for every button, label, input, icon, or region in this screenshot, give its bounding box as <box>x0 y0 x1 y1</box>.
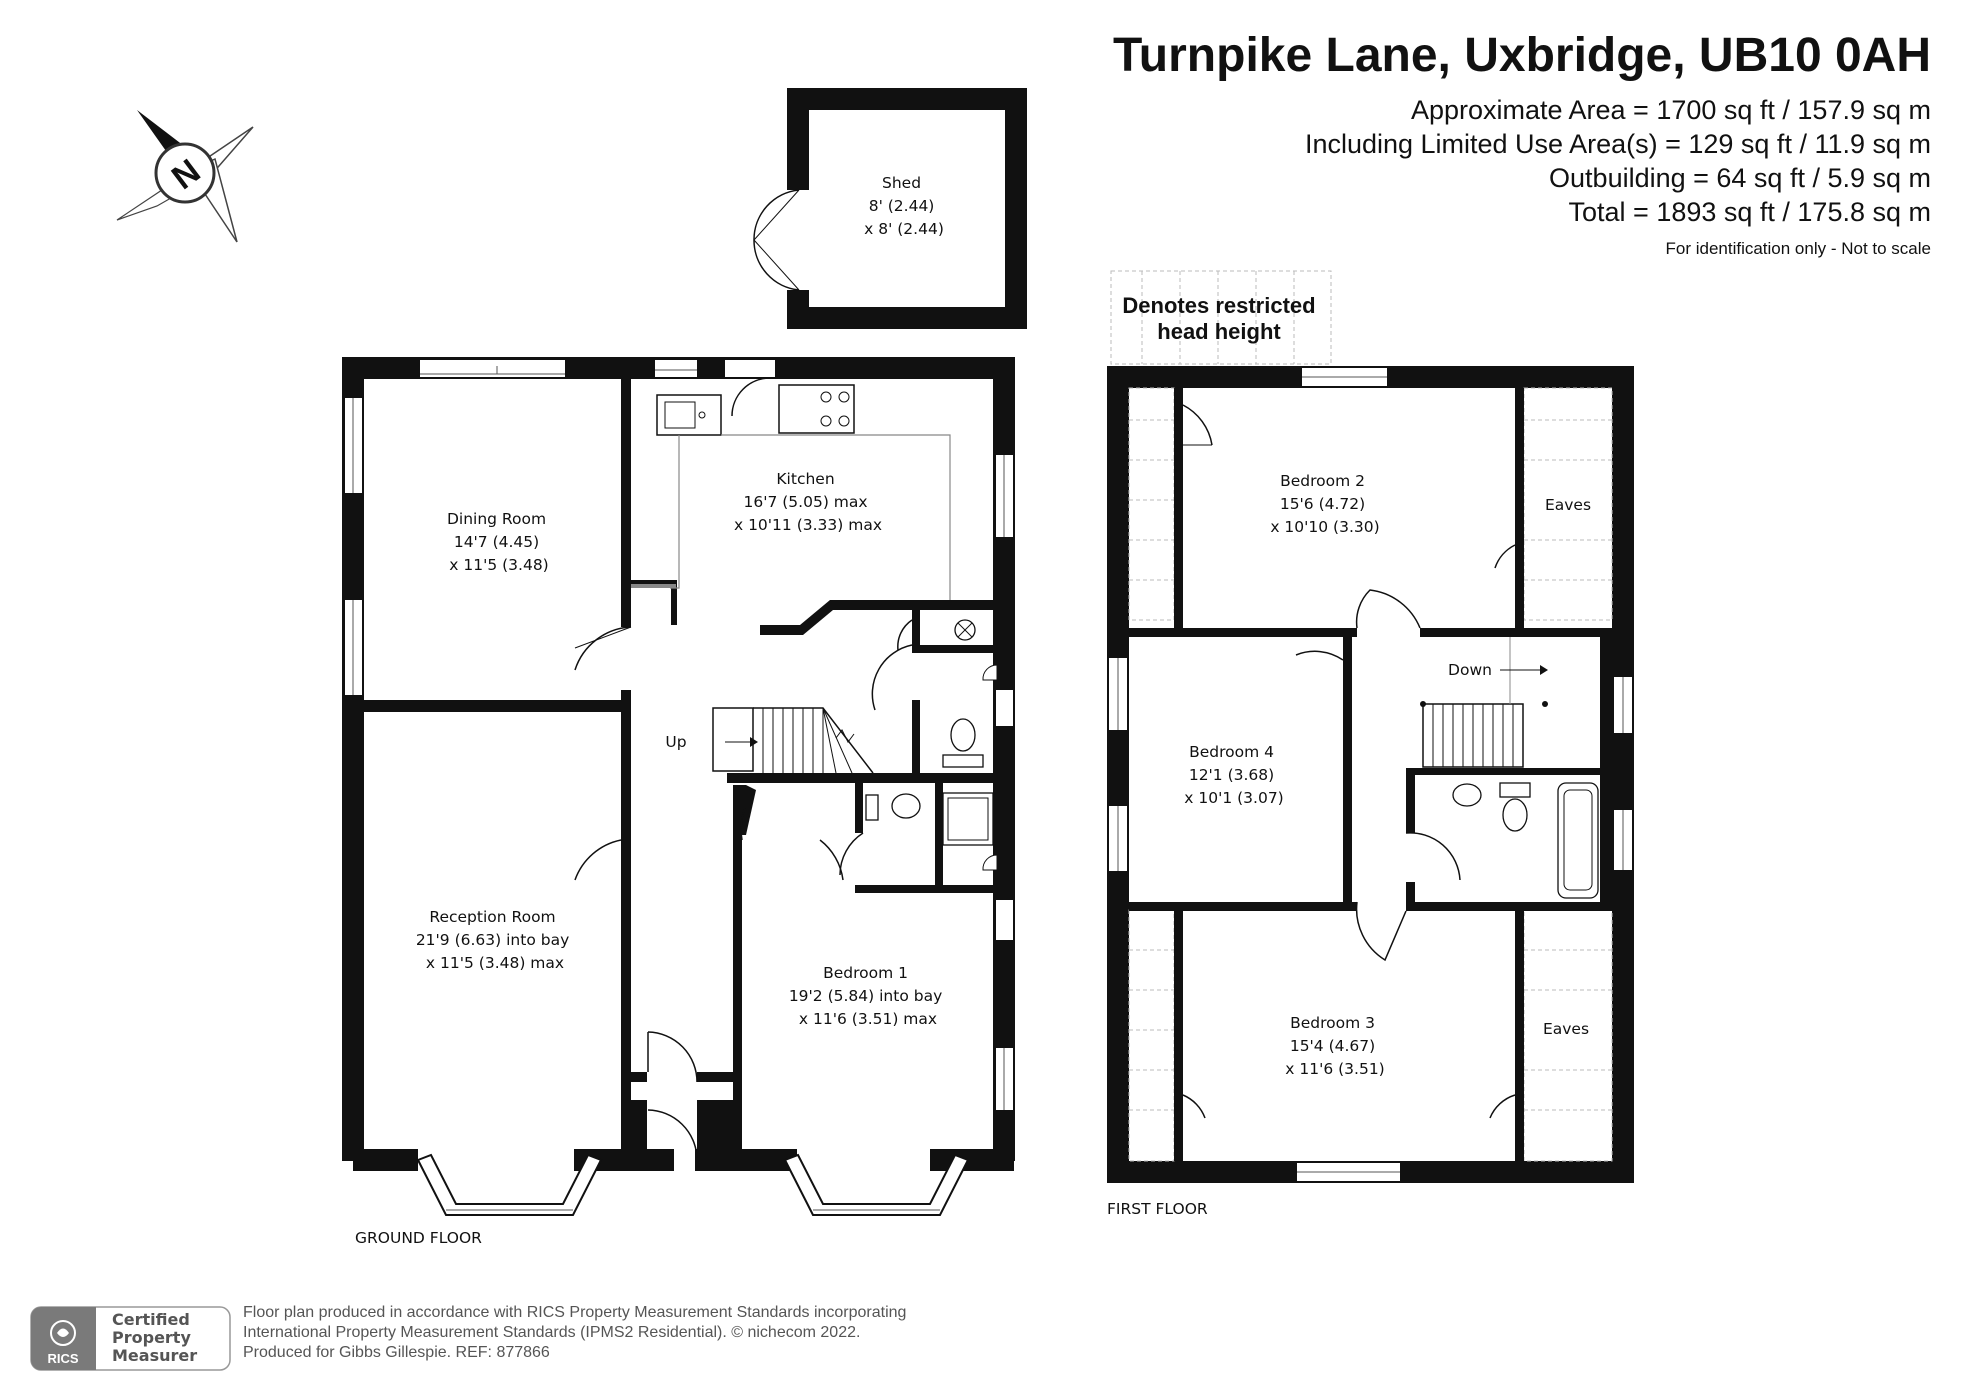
outbuilding-area: Outbuilding = 64 sq ft / 5.9 sq m <box>1549 163 1931 193</box>
dining-room-label: Dining Room 14'7 (4.45) x 11'5 (3.48) <box>447 510 551 574</box>
rics-org-text: RICS <box>47 1351 78 1366</box>
first-floor-label: FIRST FLOOR <box>1107 1200 1208 1218</box>
footer-line-1: Floor plan produced in accordance with R… <box>243 1304 907 1321</box>
stairs-down-label: Down <box>1448 661 1492 679</box>
footer-line-3: Produced for Gibbs Gillespie. REF: 87786… <box>243 1344 550 1361</box>
total-area: Total = 1893 sq ft / 175.8 sq m <box>1568 197 1931 227</box>
stairs-up-label: Up <box>665 733 686 751</box>
bedroom-2-label: Bedroom 2 15'6 (4.72) x 10'10 (3.30) <box>1270 472 1379 536</box>
scale-disclaimer: For identification only - Not to scale <box>1665 239 1931 258</box>
bedroom-3-label: Bedroom 3 15'4 (4.67) x 11'6 (3.51) <box>1285 1014 1384 1078</box>
approximate-area: Approximate Area = 1700 sq ft / 157.9 sq… <box>1410 95 1931 125</box>
room-labels: Shed 8' (2.44) x 8' (2.44) Kitchen 16'7 … <box>355 174 1591 1247</box>
eaves-label-bottom: Eaves <box>1543 1020 1589 1038</box>
ground-floor-label: GROUND FLOOR <box>355 1229 482 1247</box>
limited-use-area: Including Limited Use Area(s) = 129 sq f… <box>1304 129 1931 159</box>
eaves-label-top: Eaves <box>1545 496 1591 514</box>
restricted-height-legend <box>1110 270 1332 365</box>
shed-outbuilding <box>753 88 1027 329</box>
kitchen-label: Kitchen 16'7 (5.05) max x 10'11 (3.33) m… <box>734 470 882 534</box>
rics-badge-text: Certified Property Measurer <box>112 1310 197 1365</box>
rics-logo-icon <box>50 1320 76 1346</box>
rics-badge: RICS Certified Property Measurer <box>30 1306 231 1371</box>
shed-label: Shed 8' (2.44) x 8' (2.44) <box>864 174 944 238</box>
footer-notice: Floor plan produced in accordance with R… <box>243 1303 1023 1363</box>
ground-floor-plan <box>342 357 1015 1216</box>
property-address-title: Turnpike Lane, Uxbridge, UB10 0AH <box>1113 29 1931 82</box>
footer-line-2: International Property Measurement Stand… <box>243 1324 861 1341</box>
legend-text-line1: Denotes restricted <box>1122 293 1315 318</box>
legend-text-line2: head height <box>1157 319 1281 344</box>
bedroom-4-label: Bedroom 4 12'1 (3.68) x 10'1 (3.07) <box>1184 743 1283 807</box>
reception-room-label: Reception Room 21'9 (6.63) into bay x 11… <box>416 908 574 972</box>
compass-rose: N <box>116 110 254 243</box>
bedroom-1-label: Bedroom 1 19'2 (5.84) into bay x 11'6 (3… <box>789 964 947 1028</box>
first-floor-plan <box>1107 270 1634 1183</box>
